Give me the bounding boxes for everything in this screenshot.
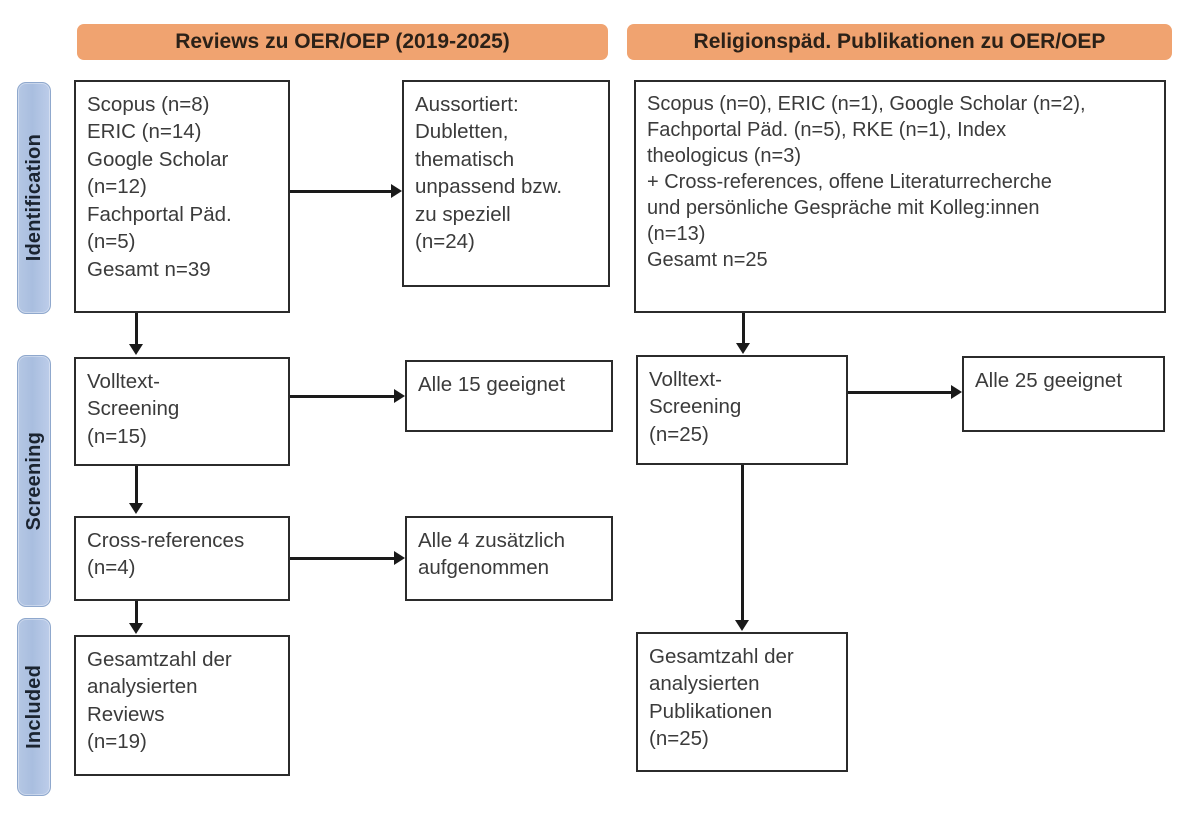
column-header-publications-label: Religionspäd. Publikationen zu OER/OEP: [693, 30, 1106, 53]
excluded-line: thematisch: [415, 147, 515, 171]
stage-pill-screening: Screening: [17, 355, 51, 607]
connector-left-sources-to-excluded: [290, 190, 391, 193]
arrowhead-left-crossrefs-to-included: [129, 623, 143, 634]
arrowhead-right-screening-to-included: [735, 620, 749, 631]
included-line: Reviews: [87, 702, 165, 726]
screening-line: Volltext-: [87, 370, 160, 393]
connector-left-screening-to-crossrefs: [135, 466, 138, 504]
screening-line: Screening: [649, 395, 742, 419]
stage-label-identification: Identification: [22, 134, 45, 262]
connector-left-crossrefs-to-result: [290, 557, 394, 560]
connector-right-screening-to-result: [848, 391, 951, 394]
connector-left-sources-to-screening: [135, 313, 138, 345]
screening-line: Volltext-: [649, 368, 722, 391]
included-line: Gesamtzahl der: [87, 648, 232, 671]
source-line: Scopus (n=8): [87, 93, 210, 116]
source-line: (n=13): [647, 223, 706, 245]
crossrefs-line: (n=4): [87, 556, 136, 580]
arrowhead-left-crossrefs-to-result: [394, 551, 405, 565]
arrowhead-right-sources-to-screening: [736, 343, 750, 354]
crossrefs-result-line: Alle 4 zusätzlich: [418, 529, 565, 552]
stage-pill-included: Included: [17, 618, 51, 796]
arrowhead-right-screening-to-result: [951, 385, 962, 399]
arrowhead-left-sources-to-screening: [129, 344, 143, 355]
column-header-reviews-label: Reviews zu OER/OEP (2019-2025): [175, 30, 510, 53]
column-header-reviews: Reviews zu OER/OEP (2019-2025): [77, 24, 608, 60]
source-line: (n=5): [87, 230, 136, 254]
crossrefs-line: Cross-references: [87, 529, 245, 552]
source-line: ERIC (n=14): [87, 120, 202, 144]
source-line: Fachportal Päd. (n=5), RKE (n=1), Index: [647, 119, 1007, 141]
box-left-excluded: Aussortiert: Dubletten, thematisch unpas…: [402, 80, 610, 287]
screening-line: (n=15): [87, 424, 147, 448]
connector-right-screening-to-included: [741, 465, 744, 621]
box-left-cross-references: Cross-references (n=4): [74, 516, 290, 601]
arrowhead-left-screening-to-result: [394, 389, 405, 403]
source-line: Gesamt n=25: [647, 249, 768, 271]
included-line: analysierten: [87, 675, 198, 699]
screening-line: Screening: [87, 397, 180, 421]
box-left-fulltext-screening: Volltext- Screening (n=15): [74, 357, 290, 466]
excluded-line: Aussortiert:: [415, 93, 519, 116]
screening-result-line: Alle 15 geeignet: [418, 373, 566, 396]
excluded-line: (n=24): [415, 230, 475, 254]
included-line: analysierten: [649, 672, 760, 696]
connector-right-sources-to-screening: [742, 313, 745, 344]
box-left-identification-sources: Scopus (n=8) ERIC (n=14) Google Scholar …: [74, 80, 290, 313]
stage-label-screening: Screening: [22, 431, 45, 531]
excluded-line: Dubletten,: [415, 120, 509, 144]
excluded-line: zu speziell: [415, 202, 511, 226]
connector-left-screening-to-result: [290, 395, 394, 398]
box-right-screening-result: Alle 25 geeignet: [962, 356, 1165, 432]
screening-line: (n=25): [649, 422, 709, 446]
arrowhead-left-sources-to-excluded: [391, 184, 402, 198]
box-left-included: Gesamtzahl der analysierten Reviews (n=1…: [74, 635, 290, 776]
box-right-included: Gesamtzahl der analysierten Publikatione…: [636, 632, 848, 772]
included-line: (n=19): [87, 730, 147, 754]
box-left-screening-result: Alle 15 geeignet: [405, 360, 613, 432]
source-line: Gesamt n=39: [87, 257, 211, 281]
box-right-identification-sources: Scopus (n=0), ERIC (n=1), Google Scholar…: [634, 80, 1166, 313]
box-right-fulltext-screening: Volltext- Screening (n=25): [636, 355, 848, 465]
source-line: Google Scholar: [87, 147, 229, 171]
source-line: (n=12): [87, 175, 147, 199]
source-line: und persönliche Gespräche mit Kolleg:inn…: [647, 197, 1040, 219]
stage-label-included: Included: [22, 665, 45, 749]
arrowhead-left-screening-to-crossrefs: [129, 503, 143, 514]
included-line: (n=25): [649, 727, 709, 751]
screening-result-line: Alle 25 geeignet: [975, 369, 1123, 392]
included-line: Gesamtzahl der: [649, 645, 794, 668]
included-line: Publikationen: [649, 699, 773, 723]
excluded-line: unpassend bzw.: [415, 175, 563, 199]
source-line: Fachportal Päd.: [87, 202, 232, 226]
stage-pill-identification: Identification: [17, 82, 51, 314]
crossrefs-result-line: aufgenommen: [418, 556, 550, 580]
source-line: Scopus (n=0), ERIC (n=1), Google Scholar…: [647, 93, 1086, 115]
source-line: theologicus (n=3): [647, 145, 801, 167]
source-line: + Cross-references, offene Literaturrech…: [647, 171, 1052, 193]
connector-left-crossrefs-to-included: [135, 601, 138, 624]
column-header-publications: Religionspäd. Publikationen zu OER/OEP: [627, 24, 1172, 60]
box-left-cross-references-result: Alle 4 zusätzlich aufgenommen: [405, 516, 613, 601]
